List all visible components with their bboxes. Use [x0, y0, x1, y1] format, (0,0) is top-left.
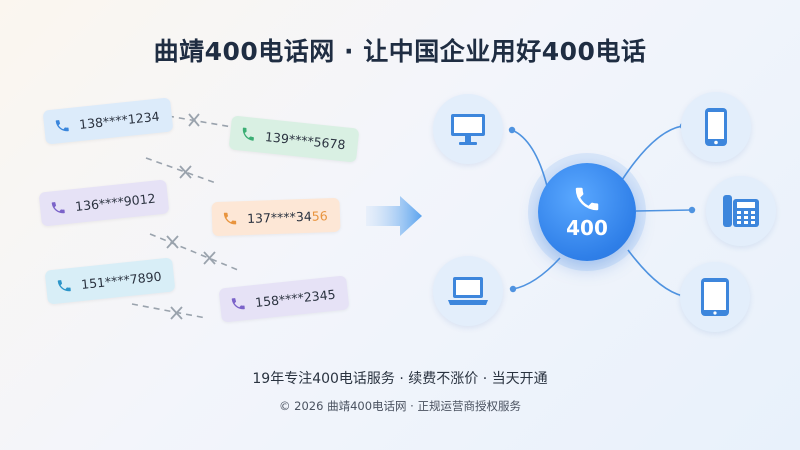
phone-number: 139****5678: [264, 128, 347, 152]
phone-number: 151****7890: [80, 268, 163, 292]
device-desktop: [433, 94, 503, 164]
desk-telephone-icon: [723, 195, 759, 227]
page-title: 曲靖400电话网 · 让中国企业用好400电话: [153, 37, 647, 66]
device-desk-phone: [706, 176, 776, 246]
device-tablet: [680, 262, 750, 332]
phone-icon: [223, 212, 237, 225]
phone-number-card: 158****2345: [218, 275, 350, 323]
service-slogan: 19年专注400电话服务 · 续费不涨价 · 当天开通: [252, 371, 548, 387]
phone-icon: [242, 127, 254, 141]
device-mobile: [681, 92, 751, 162]
phone-number-card: 138****1234: [42, 97, 174, 145]
phone-icon: [57, 280, 71, 292]
device-laptop: [433, 256, 503, 326]
phone-number-card: 139****5678: [228, 115, 360, 163]
copyright-footer: © 2026 曲靖400电话网 · 正规运营商授权服务: [279, 399, 521, 413]
phone-icon: [55, 120, 69, 132]
phone-number: 158****2345: [254, 286, 337, 310]
phone-icon: [575, 187, 599, 211]
phone-number: 136****9012: [74, 190, 157, 214]
phone-icon: [231, 298, 245, 310]
phone-number-highlight: 56: [311, 207, 328, 224]
phone-number: 137****34: [246, 208, 313, 226]
mobile-phone-icon: [705, 108, 727, 146]
hub-label: 400: [566, 216, 608, 240]
laptop-icon: [448, 277, 488, 305]
phone-number: 138****1234: [78, 108, 161, 132]
tablet-icon: [701, 278, 729, 316]
desktop-monitor-icon: [451, 114, 485, 145]
phone-number-card: 136****9012: [38, 179, 170, 227]
phone-icon: [51, 202, 65, 214]
hub-400: 400: [538, 163, 636, 261]
phone-number-card: 151****7890: [44, 257, 176, 305]
